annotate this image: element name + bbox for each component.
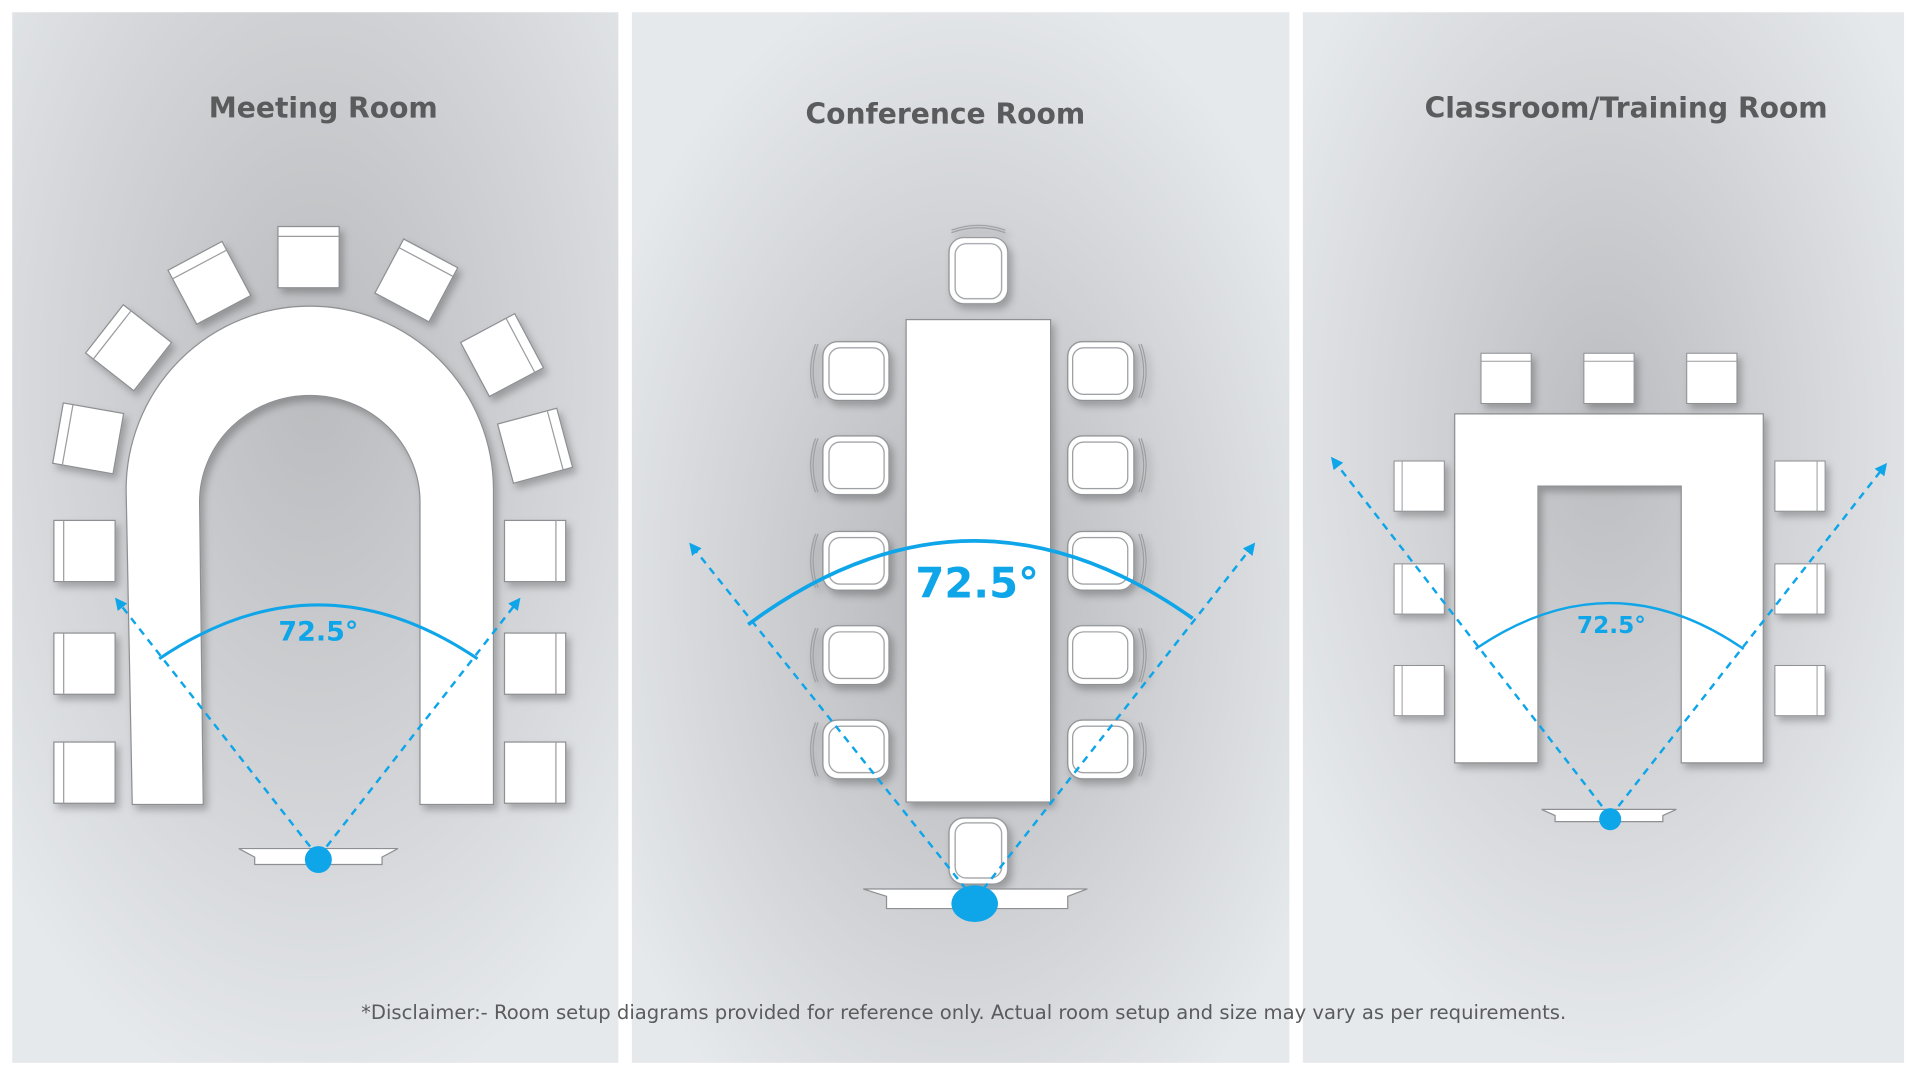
chair [1686,352,1738,404]
u-shaped-table [1454,413,1764,764]
fov-angle-label: 72.5° [915,559,1039,608]
chair [1774,460,1826,512]
disclaimer: *Disclaimer:- Room setup diagrams provid… [361,1001,1566,1024]
camera-icon [1599,808,1622,831]
panel-title: Meeting Room [209,92,438,125]
panel-background [1302,12,1905,1063]
conference-table [905,318,1052,803]
panel-classroom-training-room: Classroom/Training Room 72.5° [1302,12,1905,1063]
panel-title: Conference Room [805,98,1085,131]
chair [1583,352,1635,404]
chair [1480,352,1532,404]
chair [53,632,116,695]
camera-icon [951,885,998,923]
chair [1393,460,1445,512]
chair [277,225,340,289]
chair [53,741,116,804]
chair [53,519,116,583]
panel-meeting-room: Meeting Room 72.5° [12,12,619,1063]
fov-arc [158,603,479,661]
chair [52,402,125,475]
chair [503,519,567,583]
chair [1774,563,1826,615]
panel-title: Classroom/Training Room [1425,92,1828,125]
fov-line-left [114,597,320,858]
fov-angle-label: 72.5° [278,616,358,647]
u-shaped-table [125,305,495,806]
chair [503,632,567,695]
fov-arc [747,539,1194,626]
camera-icon [304,846,332,874]
fov-arc [1474,601,1745,650]
panel-conference-room: Conference Room 72.5° [631,12,1290,1063]
chair [503,741,567,804]
chair [1393,665,1445,717]
chair [1774,665,1826,717]
fov-line-right [1609,462,1888,818]
fov-angle-label: 72.5° [1577,612,1646,639]
